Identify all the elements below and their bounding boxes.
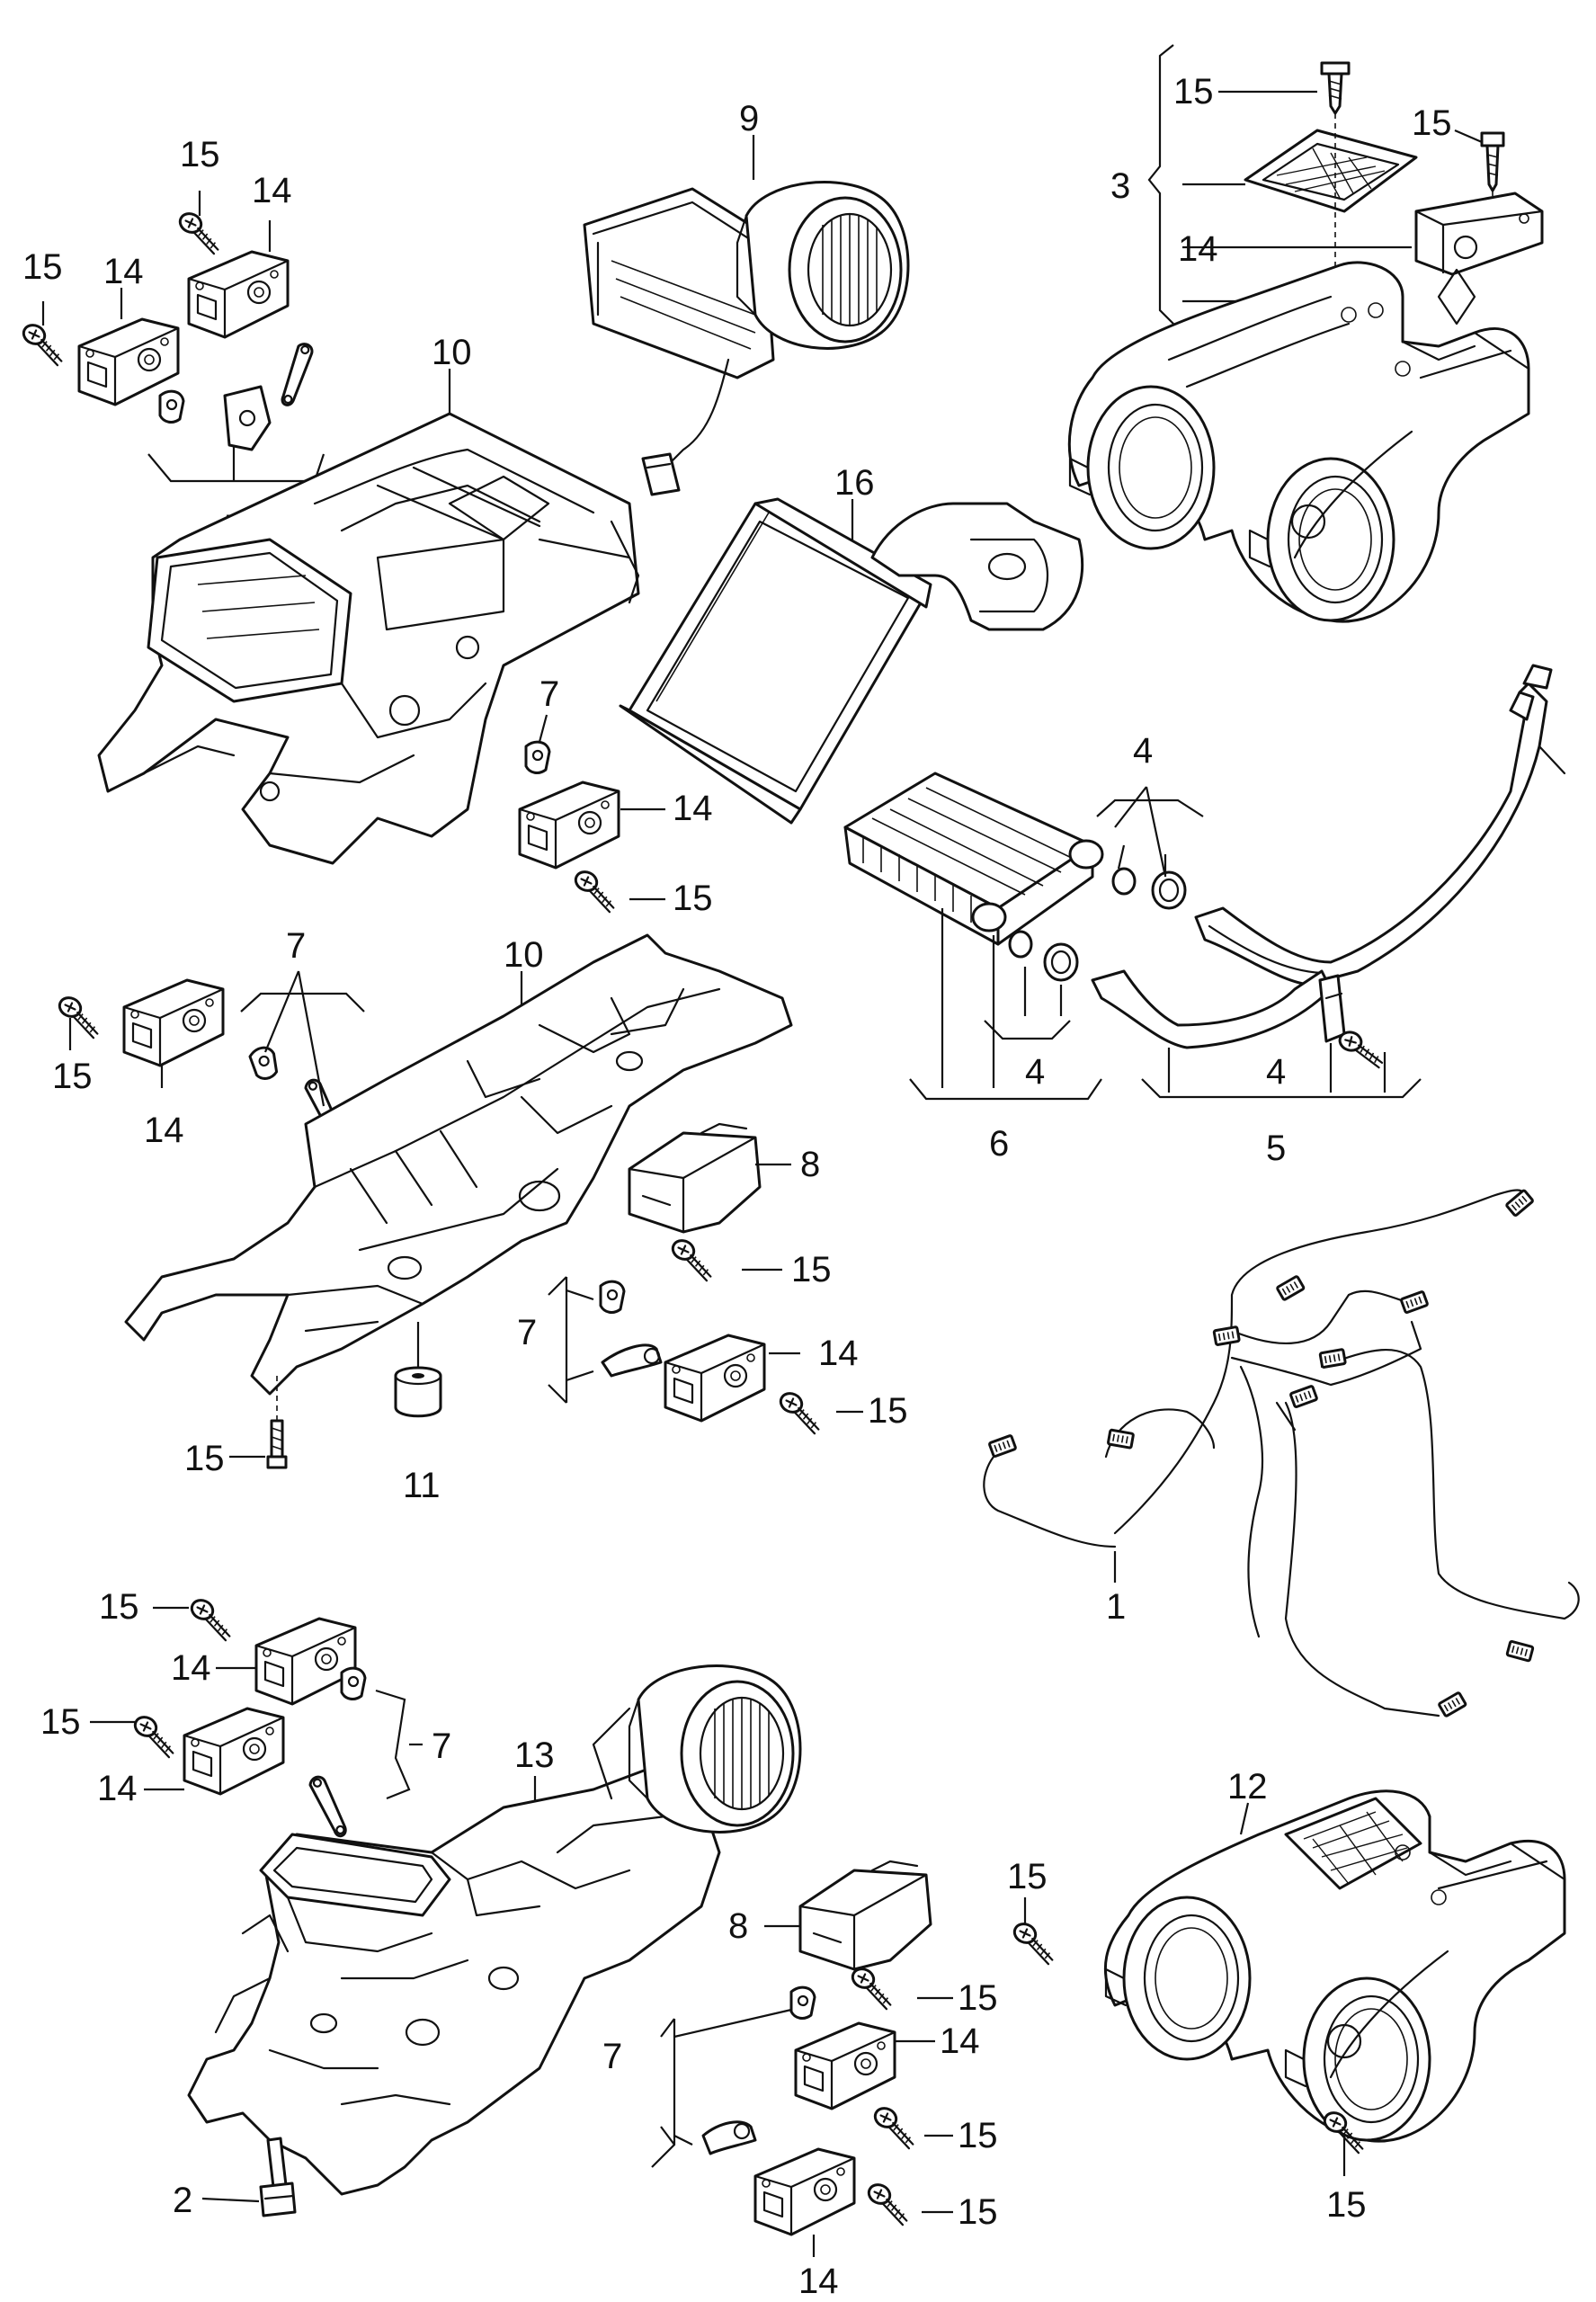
callout-14: 14: [252, 171, 292, 210]
callout-11: 11: [403, 1466, 441, 1505]
callout-2: 2: [173, 2181, 192, 2220]
heater-core-16: [619, 497, 1084, 825]
actuator-14-top-right: [1414, 192, 1544, 276]
actuator-group-bottom-left: [90, 1595, 423, 1840]
callout-4: 4: [1133, 731, 1153, 771]
callout-10: 10: [432, 333, 472, 372]
callout-14: 14: [97, 1769, 138, 1808]
callout-7: 7: [517, 1313, 537, 1352]
callout-15: 15: [1007, 1857, 1048, 1896]
callout-15: 15: [52, 1057, 93, 1096]
callout-7: 7: [602, 2037, 622, 2076]
actuator-group-bottom-center: [651, 1985, 953, 2257]
callout-14: 14: [171, 1648, 211, 1688]
motor-8-middle: [628, 1122, 791, 1283]
screw-15-top: [1320, 61, 1351, 360]
callout-3: 3: [1110, 166, 1130, 206]
callout-15: 15: [868, 1391, 908, 1431]
callout-7: 7: [539, 674, 559, 714]
wiring-harness-1: [983, 1188, 1580, 1718]
callout-15: 15: [958, 2116, 998, 2155]
callout-15: 15: [791, 1250, 832, 1289]
air-housing-10-middle: [124, 933, 793, 1469]
callout-16: 16: [834, 463, 875, 503]
callout-15: 15: [22, 247, 63, 287]
motor-8-bottom: [764, 1860, 953, 2012]
callout-15: 15: [1173, 72, 1214, 112]
callout-6: 6: [989, 1124, 1009, 1164]
callout-7: 7: [286, 926, 306, 966]
heat-exchanger-group: [843, 664, 1566, 1101]
air-distribution-housing-12: [1006, 1789, 1566, 2176]
callout-14: 14: [940, 2021, 980, 2061]
actuator-group-center: [548, 1276, 863, 1436]
air-housing-13: [187, 1664, 802, 2217]
callout-14: 14: [1178, 229, 1218, 269]
callout-4: 4: [1025, 1052, 1045, 1092]
callout-14: 14: [818, 1334, 859, 1373]
blower-9: [583, 135, 910, 496]
callout-15: 15: [1412, 103, 1452, 143]
actuator-group-top-left: [15, 191, 325, 483]
actuator-group-left-middle: [51, 970, 365, 1143]
air-distribution-housing-top-right: [1067, 44, 1544, 623]
callout-1: 1: [1106, 1587, 1126, 1627]
callout-8: 8: [800, 1145, 820, 1184]
callout-13: 13: [514, 1735, 555, 1775]
callout-9: 9: [739, 99, 759, 138]
callout-15: 15: [1326, 2185, 1367, 2225]
callout-15: 15: [958, 2192, 998, 2232]
callout-7: 7: [432, 1726, 451, 1766]
callout-15: 15: [673, 879, 713, 918]
callout-14: 14: [103, 252, 144, 291]
callout-15: 15: [958, 1978, 998, 2018]
callout-10: 10: [504, 935, 544, 975]
callout-15: 15: [184, 1439, 225, 1478]
callout-8: 8: [728, 1906, 748, 1946]
air-housing-10-upper: [97, 369, 640, 865]
callout-15: 15: [40, 1702, 81, 1742]
callout-5: 5: [1266, 1129, 1286, 1168]
callout-15: 15: [99, 1587, 139, 1627]
callout-4: 4: [1266, 1052, 1286, 1092]
actuator-group-middle: [518, 714, 665, 915]
callout-14: 14: [798, 2262, 839, 2301]
callout-14: 14: [144, 1111, 184, 1150]
callout-14: 14: [673, 789, 713, 828]
callout-12: 12: [1227, 1767, 1268, 1807]
callout-15: 15: [180, 135, 220, 174]
screw-15-right: [1480, 131, 1505, 216]
